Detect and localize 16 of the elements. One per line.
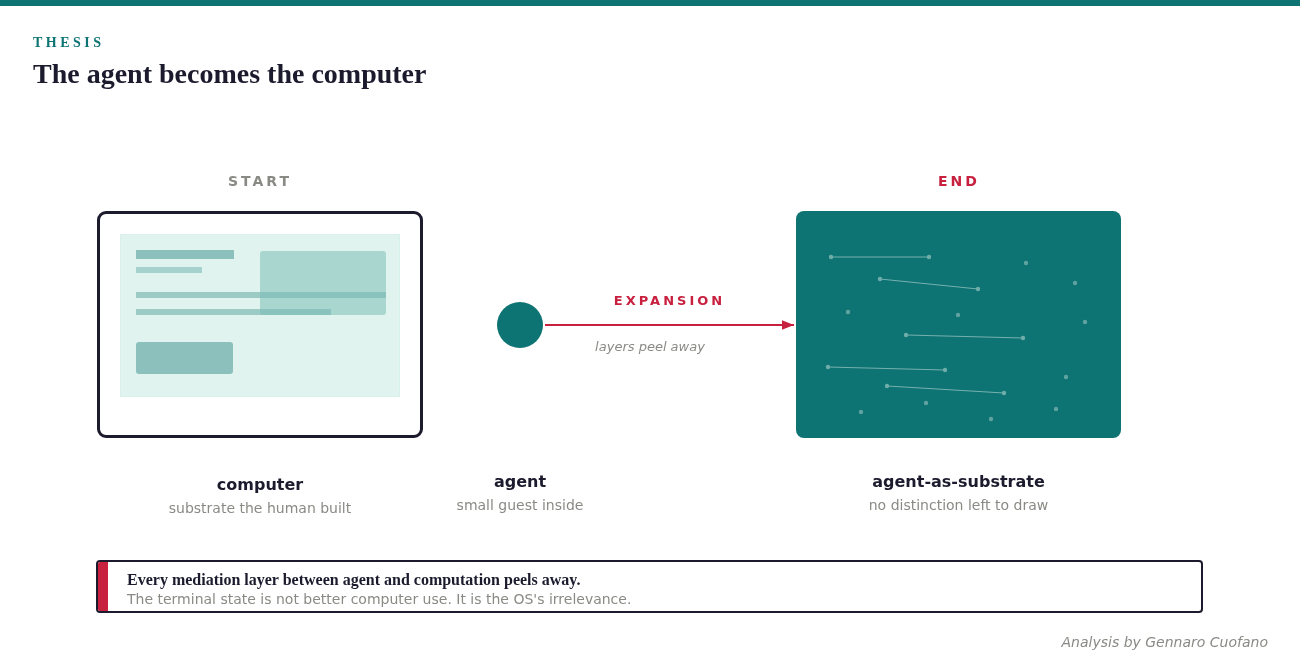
node-heading: computer	[216, 475, 304, 494]
stage-label: END	[938, 173, 980, 189]
byline: Analysis by Gennaro Cuofano	[1061, 634, 1268, 650]
node-subtitle: no distinction left to draw	[868, 497, 1049, 513]
node-heading: agent-as-substrate	[872, 472, 1045, 491]
node-subtitle: small guest inside	[456, 497, 584, 513]
callout-body: The terminal state is not better computer use. It is the OS's irrelevance.	[127, 591, 632, 607]
callout-box	[96, 560, 1203, 613]
stage-label: START	[227, 173, 293, 189]
eyebrow-label: THESIS	[33, 35, 105, 51]
agent-dot	[497, 302, 543, 348]
title: The agent becomes the computer	[33, 58, 427, 90]
edge-caption: layers peel away	[595, 339, 705, 354]
node-heading: agent	[493, 472, 547, 491]
callout-heading: Every mediation layer between agent and computation peels away.	[127, 571, 581, 589]
node-subtitle: substrate the human built	[168, 500, 352, 516]
